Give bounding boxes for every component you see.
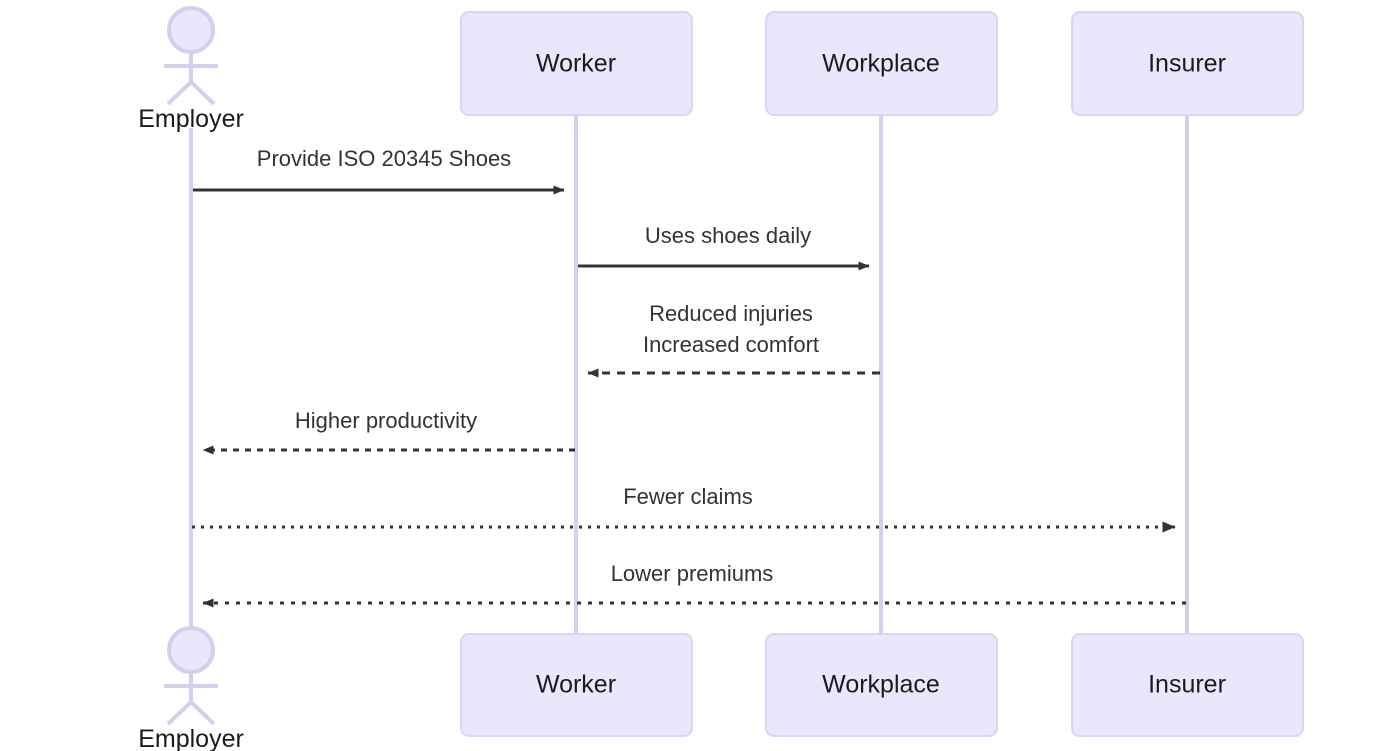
participant-box [460, 633, 693, 737]
participant-box [1071, 11, 1304, 116]
message-label-line-1: Reduced injuries [649, 301, 813, 326]
actor-head-icon [167, 6, 215, 54]
actor-leg-left-line [166, 80, 193, 106]
participant-box [765, 11, 998, 116]
message-2-uses-shoes-daily[interactable]: Uses shoes daily [578, 223, 870, 271]
message-1-provide-iso-20345-shoes[interactable]: Provide ISO 20345 Shoes [193, 146, 565, 195]
participant-label-workplace-bottom: Workplace [822, 671, 940, 699]
actor-label-employer-top: Employer [138, 105, 244, 133]
participant-worker-top[interactable]: Worker [460, 11, 693, 116]
actor-leg-left-line [166, 700, 193, 726]
message-5-fewer-claims[interactable]: Fewer claims [192, 484, 1176, 533]
participant-insurer-bottom[interactable]: Insurer [1071, 633, 1304, 737]
participant-label-insurer-top: Insurer [1148, 50, 1226, 78]
message-6-lower-premiums[interactable]: Lower premiums [202, 561, 1186, 608]
participant-workplace-top[interactable]: Workplace [765, 11, 998, 116]
participant-label-insurer-bottom: Insurer [1148, 671, 1226, 699]
participant-workplace-bottom[interactable]: Workplace [765, 633, 998, 737]
message-label-line-2: Increased comfort [643, 332, 819, 357]
participant-label-worker-top: Worker [536, 50, 616, 78]
participant-box [1071, 633, 1304, 737]
message-4-higher-productivity[interactable]: Higher productivity [202, 408, 575, 455]
lifelines-group [189, 115, 1189, 634]
message-label: Provide ISO 20345 Shoes [257, 146, 511, 171]
message-label: Uses shoes daily [645, 223, 811, 248]
actor-leg-right-line [189, 700, 216, 726]
participant-box [460, 11, 693, 116]
participant-box [765, 633, 998, 737]
actor-head-icon [167, 626, 215, 674]
participant-label-worker-bottom: Worker [536, 671, 616, 699]
message-label: Lower premiums [611, 561, 774, 586]
actor-leg-right-line [189, 80, 216, 106]
participant-insurer-top[interactable]: Insurer [1071, 11, 1304, 116]
actor-employer-top[interactable]: Employer [138, 6, 244, 133]
participant-label-workplace-top: Workplace [822, 50, 940, 78]
actor-employer-bottom[interactable]: Employer [138, 626, 244, 751]
message-label: Higher productivity [295, 408, 477, 433]
actor-label-employer-bottom: Employer [138, 725, 244, 751]
message-3-reduced-injuries-increased-comfort[interactable]: Reduced injuries Increased comfort [587, 301, 880, 378]
participant-worker-bottom[interactable]: Worker [460, 633, 693, 737]
message-label: Fewer claims [623, 484, 753, 509]
